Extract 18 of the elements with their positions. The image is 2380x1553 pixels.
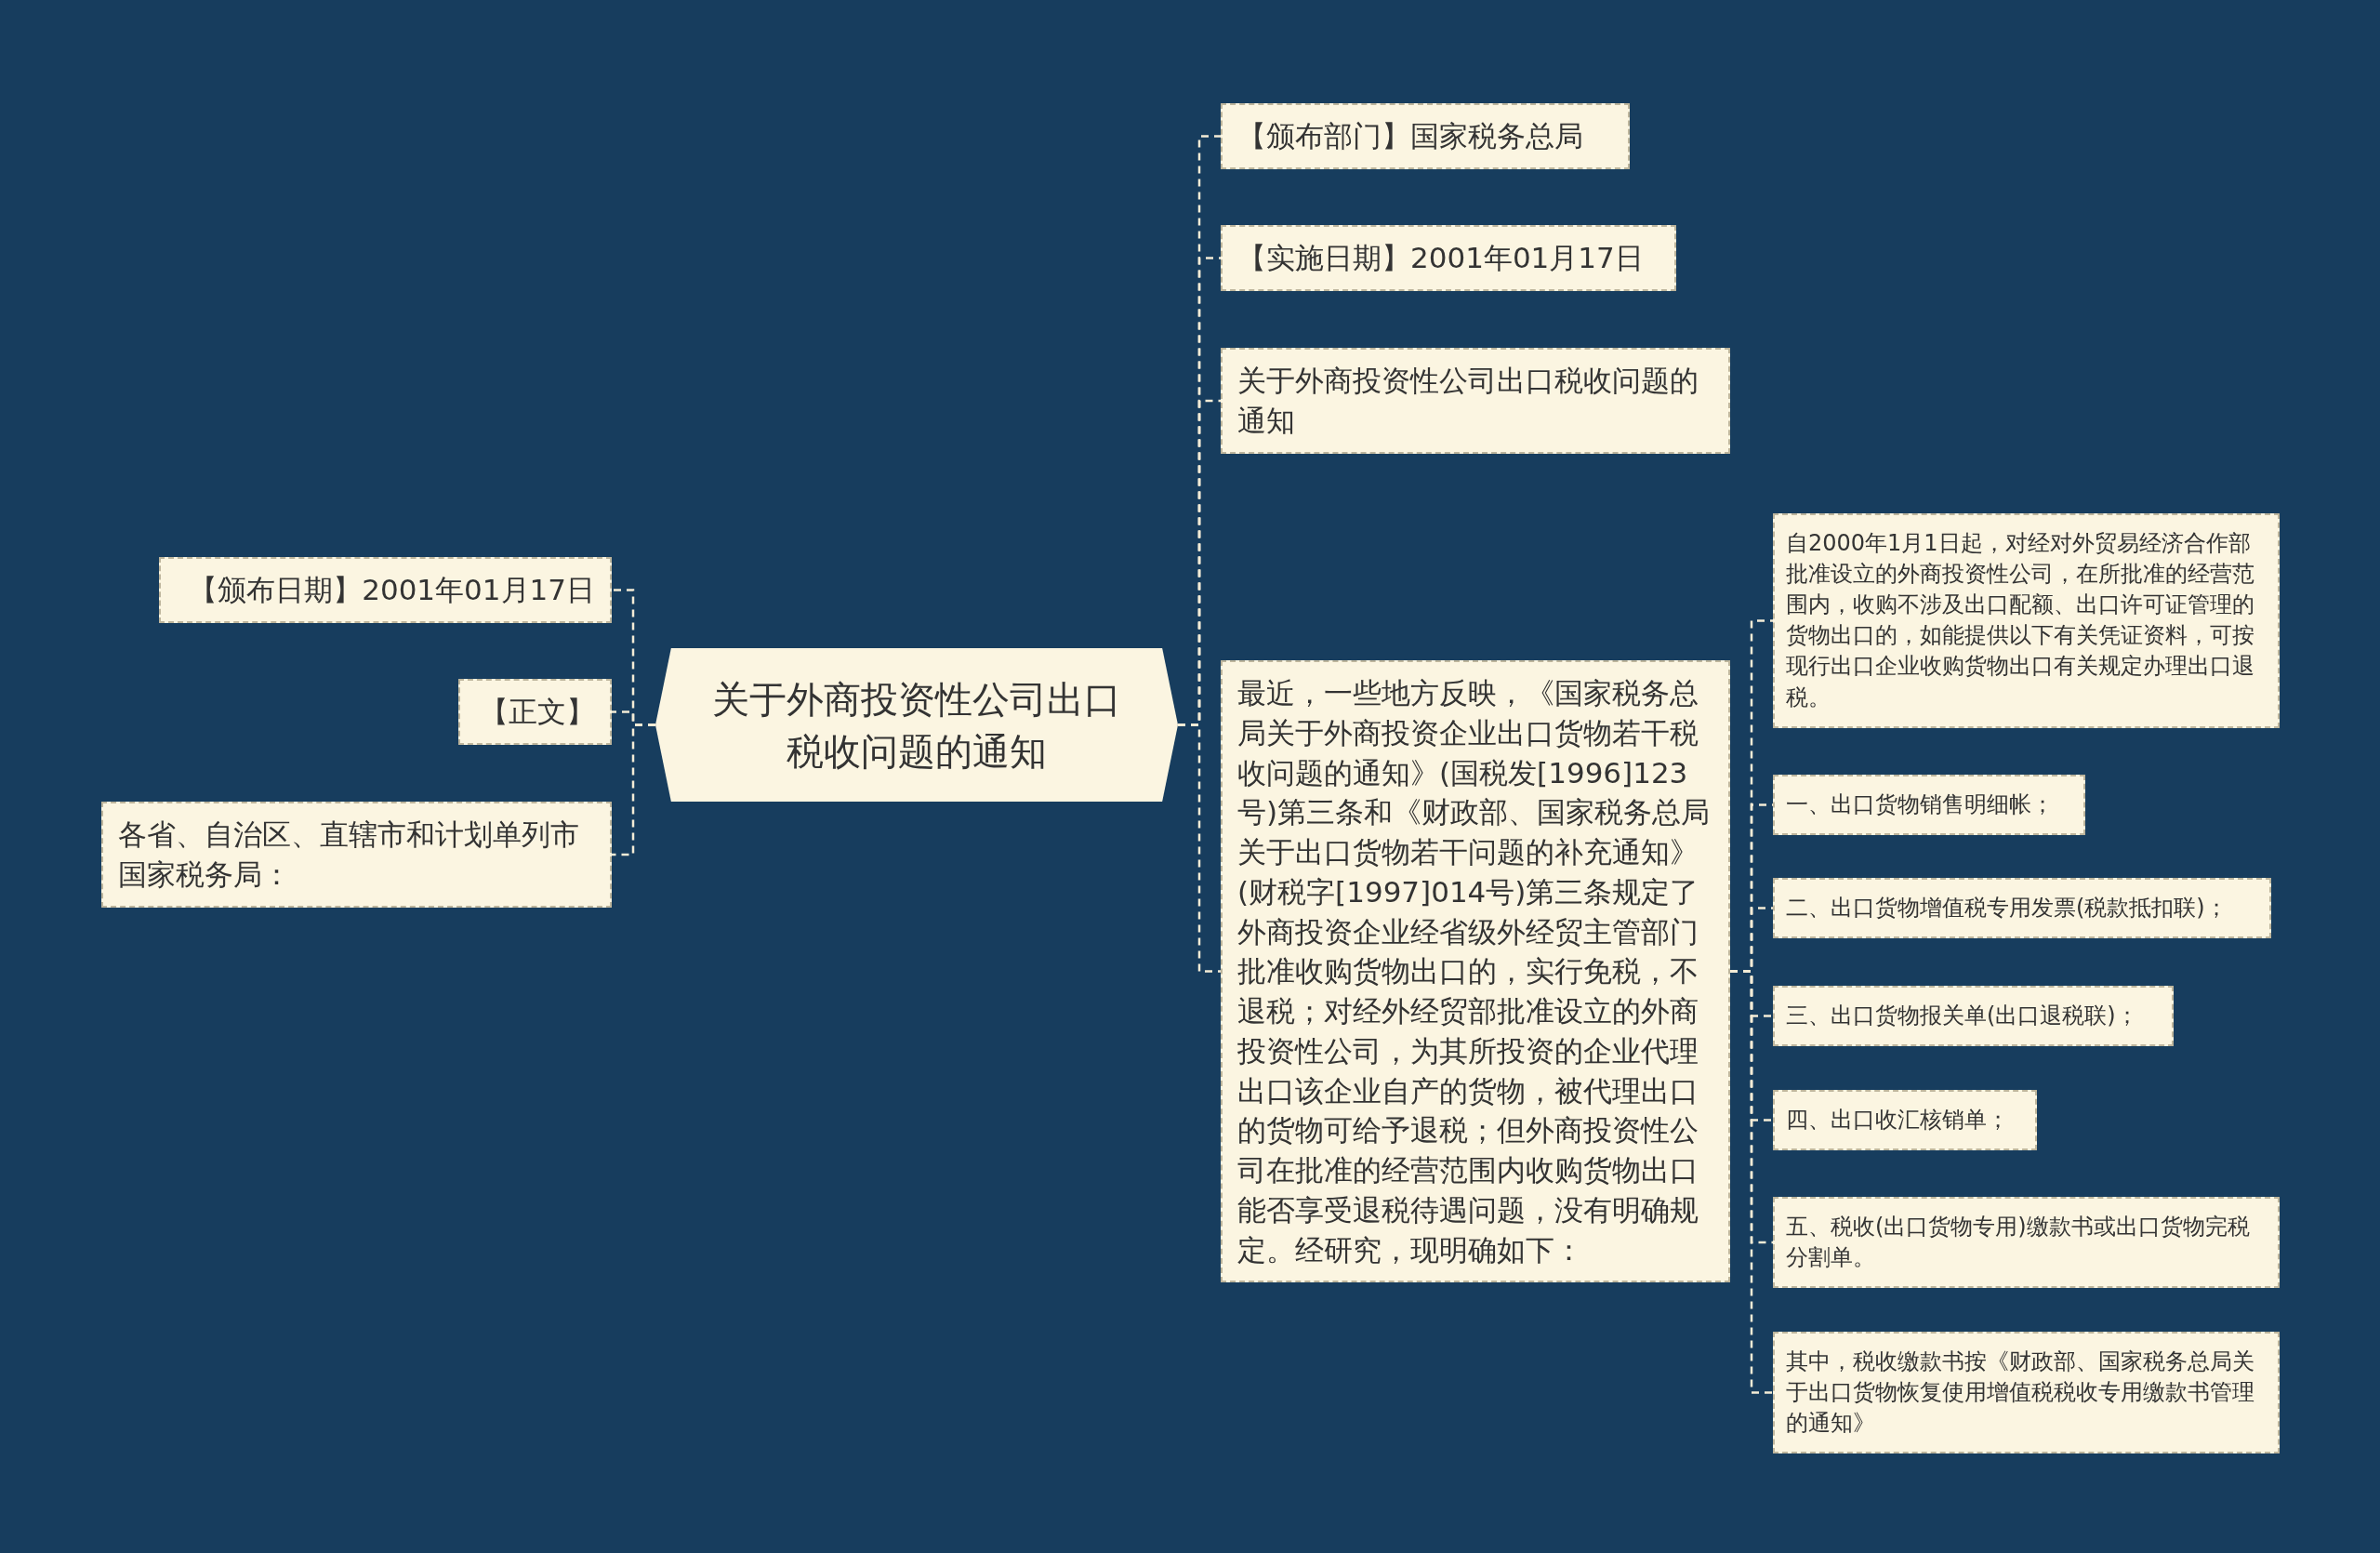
text-box: 二、出口货物增值税专用发票(税款抵扣联)； — [1773, 878, 2271, 939]
text-box: 五、税收(出口货物专用)缴款书或出口货物完税分割单。 — [1773, 1197, 2280, 1289]
topic-hexagon — [655, 648, 1178, 802]
text-box: 【颁布日期】2001年01月17日 — [159, 557, 612, 623]
connector-line — [612, 723, 655, 856]
topic-text: 关于外商投资性公司出口税收问题的通知 — [711, 676, 1122, 775]
text-box: 【颁布部门】国家税务总局 — [1221, 103, 1630, 169]
text-box: 最近，一些地方反映，《国家税务总局关于外商投资企业出口货物若干税收问题的通知》(国税发[1996]123号)第三条和《财政部、国家税务总局关于出口货物若干问题的补充通知》(财税字[1997]014号)第三条规定了外商投资企业经省级外经贸主管部门批准收购货物出口的，实行免税，不退税；对经外经贸部批准设立的外商投资性公司，为其所投资的企业代理出口该企业自产的货物，被代理出口的货物可给予退税；但外商投资性公司在批准的经营范围内收购货物出口能否享受退税待遇问题，没有明确规定。经研究，现明确如下： — [1221, 660, 1730, 1283]
text-box: 其中，税收缴款书按《财政部、国家税务总局关于出口货物恢复使用增值税税收专用缴款书管理的通知》 — [1773, 1332, 2280, 1454]
text-box: 各省、自治区、直辖市和计划单列市国家税务局： — [101, 802, 612, 908]
text-box: 自2000年1月1日起，对经对外贸易经济合作部批准设立的外商投资性公司，在所批准的经营范围内，收购不涉及出口配额、出口许可证管理的货物出口的，如能提供以下有关凭证资料，可按现行出口企业收购货物出口有关规定办理出口退税。 — [1773, 513, 2280, 728]
text-box: 【实施日期】2001年01月17日 — [1221, 225, 1676, 291]
text-box: 四、出口收汇核销单； — [1773, 1090, 2037, 1151]
connector-line — [1178, 723, 1221, 973]
text-box: 一、出口货物销售明细帐； — [1773, 775, 2085, 836]
text-box: 【正文】 — [458, 679, 612, 745]
text-box: 三、出口货物报关单(出口退税联)； — [1773, 986, 2174, 1047]
text-box: 关于外商投资性公司出口税收问题的通知 — [1221, 348, 1730, 454]
